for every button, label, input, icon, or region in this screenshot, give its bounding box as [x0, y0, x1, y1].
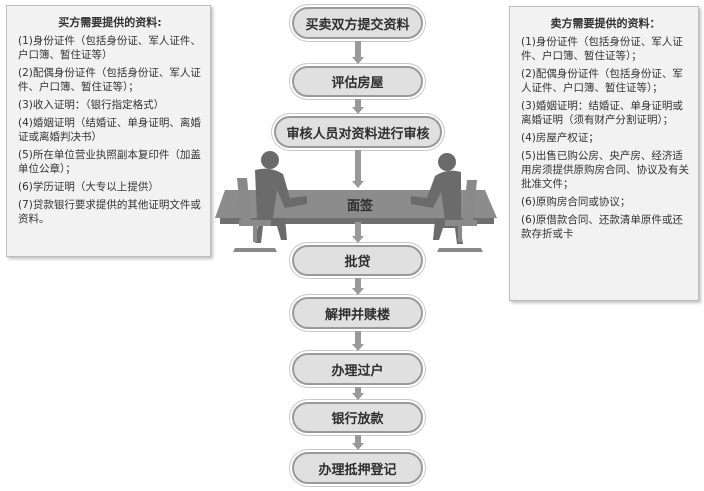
- seller-documents-panel: 卖方需要提供的资料： (1)身份证件（包括身份证、军人证件、户口簿、暂住证等）；…: [509, 6, 699, 301]
- flow-arrow: [352, 387, 364, 400]
- step-title-transfer: 办理过户: [292, 353, 423, 385]
- step-submit-documents: 买卖双方提交资料: [292, 7, 423, 39]
- step-label: 银行放款: [331, 412, 384, 427]
- step-loan-approval: 批贷: [292, 245, 423, 276]
- flow-arrow: [352, 99, 364, 114]
- buyer-item: (7)贷款银行要求提供的其他证明文件或资料。: [18, 199, 201, 225]
- flow-arrow: [352, 41, 364, 64]
- seller-item: (6)原购房合同或协议；: [521, 196, 631, 208]
- seller-item: (5)出售已购公房、央产房、经济适用房须提供原购房合同、协议及有关批准文件；: [521, 150, 689, 190]
- flow-arrow: [352, 435, 364, 450]
- buyer-item: (6)学历证明（大专以上提供）: [18, 181, 159, 193]
- flow-arrow: [352, 278, 364, 295]
- buyer-item: (4)婚姻证明（结婚证、单身证明、离婚证或离婚判决书）: [18, 117, 201, 143]
- buyer-documents-panel: 买方需要提供的资料: (1)身份证件（包括身份证、军人证件、户口簿、暂住证等） …: [6, 5, 211, 257]
- buyer-item: (2)配偶身份证件（包括身份证、军人证件、户口簿、暂住证等）；: [18, 67, 201, 93]
- step-label: 办理过户: [331, 363, 384, 379]
- seller-item: (4)房屋产权证；: [521, 132, 599, 144]
- seller-panel-title: 卖方需要提供的资料：: [550, 17, 661, 30]
- chair-right-icon: [437, 180, 483, 252]
- person-left-icon: [255, 151, 307, 243]
- seller-item: (1)身份证件（包括身份证、军人证件、户口簿、暂住证等）；: [521, 36, 683, 62]
- buyer-item: (1)身份证件（包括身份证、军人证件、户口簿、暂住证等）: [18, 35, 201, 61]
- buyer-panel-title: 买方需要提供的资料:: [58, 16, 162, 29]
- step-label: 办理抵押登记: [318, 462, 397, 478]
- step-release-mortgage: 解押并赎楼: [292, 297, 423, 329]
- step-label: 解押并赎楼: [324, 307, 390, 323]
- step-interview-signing: 面签: [346, 199, 373, 214]
- flow-arrow: [352, 222, 364, 243]
- seller-item: (6)原借款合同、还款清单原件或还款存折或卡: [521, 214, 683, 240]
- seller-item: (3)婚姻证明：结婚证、单身证明或离婚证明（须有财产分割证明）；: [521, 100, 683, 126]
- chair-left-icon: [233, 178, 277, 252]
- step-label: 买卖双方提交资料: [305, 17, 410, 33]
- meeting-illustration: [215, 151, 497, 252]
- seller-item: (2)配偶身份证件（包括身份证、军人证件、户口簿、暂住证等）；: [521, 68, 683, 94]
- buyer-item: (5)所在单位营业执照副本复印件（加盖单位公章）；: [18, 149, 201, 175]
- person-right-icon: [411, 153, 463, 244]
- flow-arrow: [352, 331, 364, 351]
- step-loan-disbursement: 银行放款: [292, 402, 423, 433]
- step-mortgage-registration: 办理抵押登记: [292, 452, 423, 484]
- step-label: 审核人员对资料进行审核: [286, 126, 430, 142]
- flow-arrow: [352, 150, 364, 188]
- step-document-review: 审核人员对资料进行审核: [274, 116, 442, 148]
- buyer-item: (3)收入证明：（银行指定格式）: [18, 99, 165, 111]
- step-label: 批贷: [344, 255, 371, 270]
- step-property-appraisal: 评估房屋: [292, 66, 423, 97]
- step-label: 评估房屋: [331, 76, 384, 91]
